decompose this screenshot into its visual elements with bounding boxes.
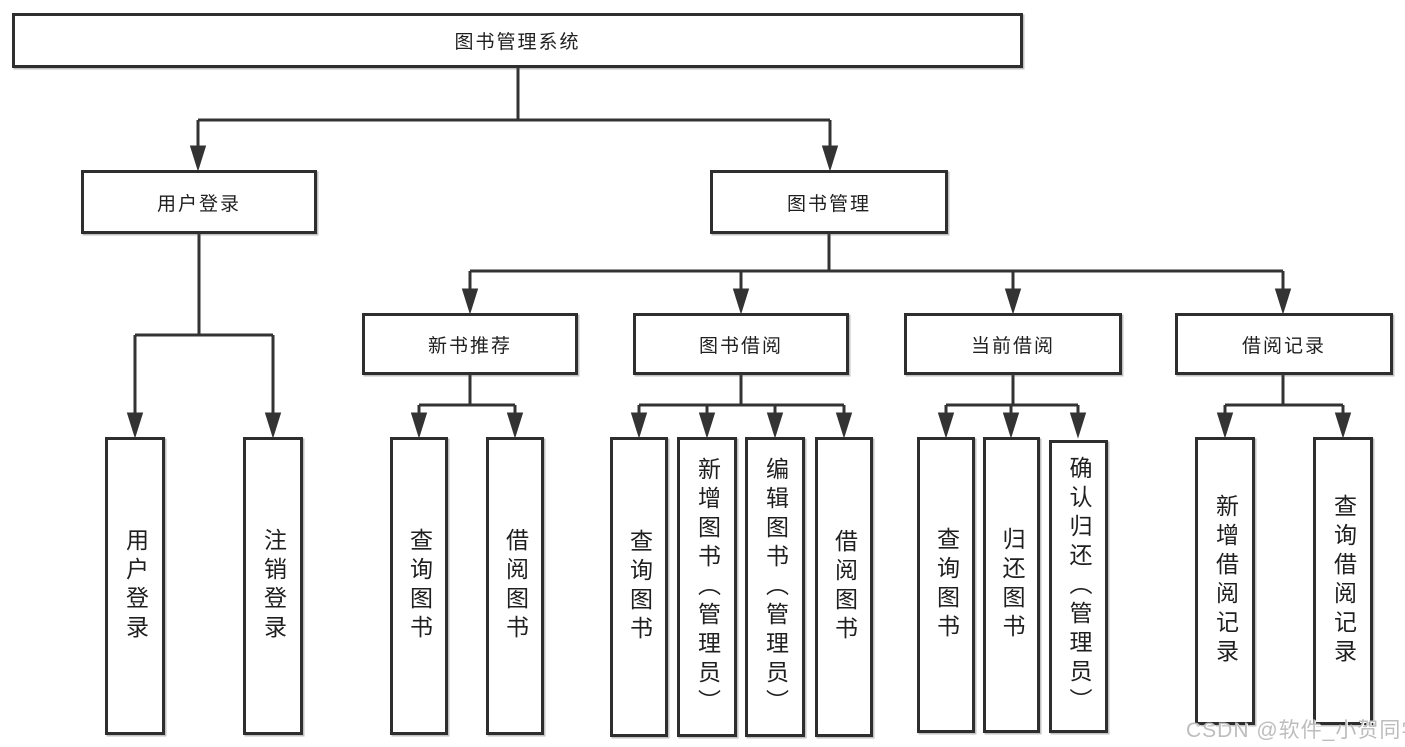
leaf-query-books: 查询图书 xyxy=(390,437,448,735)
arrow-down-icon xyxy=(1216,412,1234,439)
leaf-add-books-admin: 新增图书（管理员） xyxy=(677,437,737,737)
leaf-borrow-books: 借阅图书 xyxy=(815,437,873,737)
leaf-logout: 注销登录 xyxy=(243,437,303,735)
node-book-borrow: 图书借阅 xyxy=(633,313,849,375)
arrow-down-icon xyxy=(630,412,648,439)
arrow-down-icon xyxy=(1274,288,1292,315)
leaf-query-books: 查询图书 xyxy=(610,437,668,737)
arrow-down-icon xyxy=(461,288,479,315)
leaf-borrow-books: 借阅图书 xyxy=(486,437,544,735)
arrow-down-icon xyxy=(766,412,784,439)
node-new-book-recommend: 新书推荐 xyxy=(362,313,578,375)
leaf-query-borrow-record: 查询借阅记录 xyxy=(1313,437,1373,725)
node-current-borrow: 当前借阅 xyxy=(904,313,1122,375)
csdn-watermark: CSDN @软件_小贺同学 xyxy=(1186,719,1405,742)
leaf-return-books: 归还图书 xyxy=(983,437,1040,733)
arrow-down-icon xyxy=(1002,412,1020,439)
arrow-down-icon xyxy=(264,412,282,439)
arrow-down-icon xyxy=(698,412,716,439)
leaf-user-login: 用户登录 xyxy=(105,437,165,735)
leaf-add-borrow-record: 新增借阅记录 xyxy=(1195,437,1255,725)
node-book-management: 图书管理 xyxy=(710,170,948,234)
leaf-edit-books-admin: 编辑图书（管理员） xyxy=(745,437,805,737)
arrow-down-icon xyxy=(410,412,428,439)
arrow-down-icon xyxy=(1004,288,1022,315)
node-library-management-system: 图书管理系统 xyxy=(12,13,1023,68)
arrow-down-icon xyxy=(732,288,750,315)
arrow-down-icon xyxy=(1069,412,1087,439)
arrow-down-icon xyxy=(189,145,207,172)
arrow-down-icon xyxy=(506,412,524,439)
arrow-down-icon xyxy=(821,145,839,172)
arrow-down-icon xyxy=(835,412,853,439)
leaf-confirm-return-admin: 确认归还（管理员） xyxy=(1049,440,1108,733)
arrow-down-icon xyxy=(937,412,955,439)
arrow-down-icon xyxy=(1334,412,1352,439)
arrow-down-icon xyxy=(126,412,144,439)
node-borrow-record: 借阅记录 xyxy=(1175,313,1393,375)
node-user-login: 用户登录 xyxy=(81,170,317,234)
leaf-query-books: 查询图书 xyxy=(917,437,975,733)
